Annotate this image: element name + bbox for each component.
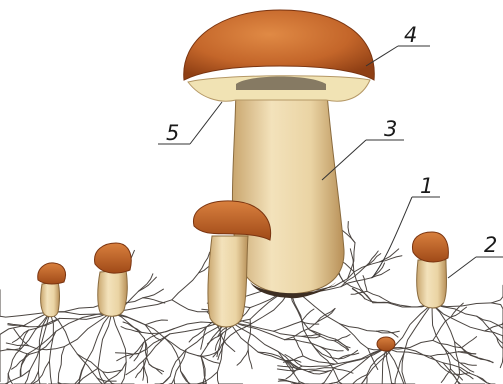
mycelium-thread-165 — [58, 347, 64, 383]
mycelium-thread-141 — [121, 362, 127, 384]
mycelium-thread-305 — [492, 291, 503, 303]
mycelium-thread-300 — [363, 276, 367, 292]
mycelium-thread-161 — [64, 312, 112, 347]
primordium — [377, 337, 395, 351]
mycelium-thread-100 — [174, 379, 180, 384]
mycelium-thread-65 — [302, 335, 320, 337]
mycelium-thread-201 — [97, 378, 116, 381]
mycelium-thread-66 — [302, 336, 320, 337]
mycelium-thread-2 — [372, 269, 390, 277]
mycelium-thread-111 — [130, 342, 144, 358]
mycelium-thread-55 — [348, 222, 355, 243]
mycelium-thread-195 — [143, 289, 164, 298]
mycelium-thread-214 — [0, 370, 30, 384]
mycelium-thread-351 — [321, 368, 334, 384]
mycelium-thread-367 — [477, 376, 494, 384]
label-5: 5 — [166, 121, 179, 145]
mycelium-thread-277 — [441, 345, 450, 369]
mycelium-thread-257 — [497, 337, 503, 351]
small-mushroom-1-cap — [38, 263, 66, 284]
mycelium-thread-151 — [70, 368, 98, 384]
mycelium-thread-317 — [462, 337, 477, 348]
mycelium-thread-224 — [21, 312, 50, 349]
mycelium-thread-244 — [145, 320, 167, 325]
mycelium-thread-323 — [431, 352, 459, 356]
mycelium-thread-155 — [69, 363, 86, 384]
label-2: 2 — [484, 233, 497, 257]
mycelium-thread-302 — [492, 303, 503, 322]
mycelium-thread-103 — [155, 376, 170, 384]
medium-mushroom-stalk — [208, 236, 248, 327]
mycelium-thread-130 — [172, 300, 207, 312]
mycelium-thread-113 — [285, 340, 321, 347]
young-fruiting-body-cap — [412, 232, 448, 262]
mycelium-thread-173 — [12, 330, 28, 342]
mycelium-thread-139 — [149, 364, 162, 374]
mycelium-thread-225 — [8, 349, 21, 374]
mycelium-thread-127 — [172, 273, 199, 300]
leader-line-2 — [448, 257, 503, 278]
mycelium-thread-198 — [103, 372, 115, 384]
large-mushroom-stalk — [232, 80, 344, 294]
mycelium-thread-204 — [49, 361, 53, 384]
mycelium-thread-180 — [198, 356, 220, 364]
mycelium-thread-270 — [455, 342, 460, 369]
mycelium-thread-51 — [380, 249, 399, 262]
small-mushroom-2-cap — [95, 243, 132, 273]
mycelium-thread-310 — [350, 249, 354, 272]
label-4: 4 — [404, 23, 417, 47]
mycelium-thread-354 — [299, 368, 334, 370]
mycelium-thread-101 — [169, 379, 174, 384]
small-mushroom-1-stalk — [41, 282, 60, 317]
mycelium-thread-297 — [353, 288, 365, 299]
young-fruiting-body-stalk — [417, 260, 447, 308]
mycelium-thread-40 — [248, 350, 252, 369]
mycelium-thread-27 — [335, 339, 348, 350]
mycelium-thread-194 — [143, 298, 165, 303]
mycelium-thread-343 — [378, 348, 386, 384]
mycelium-thread-102 — [170, 350, 186, 377]
mycelium-thread-154 — [86, 312, 113, 363]
mycelium-thread-319 — [433, 317, 451, 341]
mycelium-thread-88 — [217, 372, 223, 384]
small-mushroom-2-stalk — [98, 270, 128, 316]
leader-line-4 — [366, 46, 430, 66]
mycelium-thread-179 — [165, 338, 198, 355]
mycelium-thread-12 — [377, 331, 399, 338]
mycelium-thread-108 — [123, 322, 141, 332]
mycelium-thread-68 — [301, 309, 314, 322]
mycelium-thread-231 — [0, 312, 50, 317]
mycelium-thread-178 — [181, 371, 192, 384]
mycelium-thread-253 — [477, 316, 503, 328]
label-1: 1 — [420, 174, 433, 198]
mycelium-thread-41 — [237, 350, 248, 365]
mycelium-thread-273 — [432, 304, 441, 345]
large-mushroom-cap — [184, 10, 375, 80]
mycelium-thread-74 — [278, 352, 308, 372]
mycelium-thread-122 — [126, 360, 144, 375]
label-3: 3 — [384, 117, 397, 141]
mycelium-thread-23 — [334, 341, 348, 351]
mycelium-thread-67 — [274, 322, 302, 332]
